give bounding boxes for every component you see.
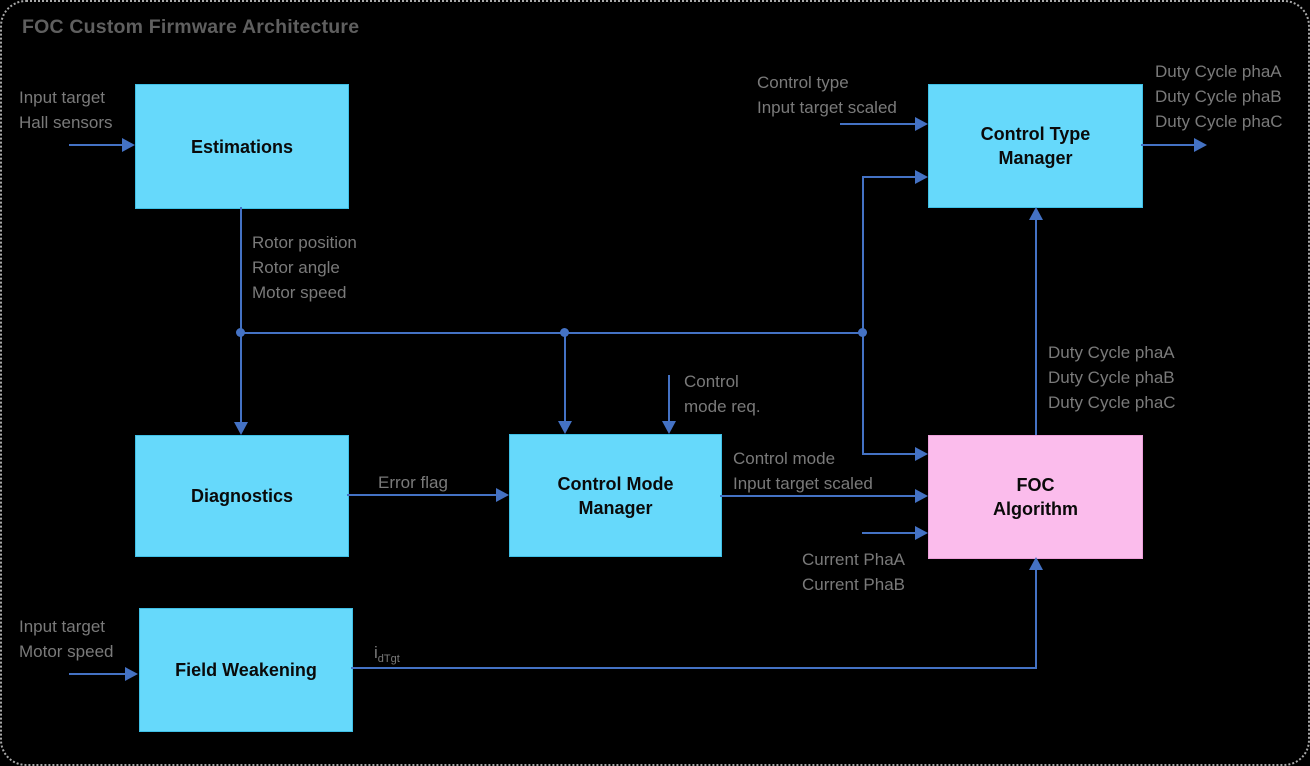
connector-error-flag: [347, 494, 497, 496]
label-current-phaA: Current PhaA: [802, 550, 905, 569]
control-type-input-labels: Control type Input target scaled: [757, 70, 897, 120]
connector-bus-to-foc-elbow: [862, 453, 916, 455]
arrowhead-control-mode-manager-top-left: [558, 421, 572, 434]
estimations-label: Estimations: [190, 136, 294, 157]
label-input-target-scaled-mid: Input target scaled: [733, 474, 873, 493]
label-input-target: Input target: [19, 88, 106, 107]
arrowhead-field-weakening-input: [125, 667, 138, 681]
connector-foc-to-control-type-manager: [1035, 220, 1037, 435]
diagnostics-block: Diagnostics: [135, 435, 349, 557]
connector-estimations-input: [69, 144, 123, 146]
label-idtgt-subscript: dTgt: [377, 653, 400, 665]
control-mode-request-labels: Control mode req.: [684, 369, 761, 419]
arrowhead-foc-left-bottom: [915, 526, 928, 540]
field-weakening-input-labels: Input target Motor speed: [19, 614, 114, 664]
connector-control-type-input: [840, 123, 916, 125]
foc-algorithm-label: FOC Algorithm: [993, 475, 1078, 519]
control-type-manager-block: Control Type Manager: [928, 84, 1143, 208]
label-foc-duty-phaC: Duty Cycle phaC: [1048, 393, 1176, 412]
label-hall-sensors: Hall sensors: [19, 113, 113, 132]
connector-currents-to-foc: [862, 532, 916, 534]
label-idtgt-base: i: [374, 643, 378, 662]
arrowhead-error-flag: [496, 488, 509, 502]
field-weakening-output-label: idTgt: [374, 640, 400, 672]
connector-riser-to-control-type-manager: [862, 176, 916, 178]
field-weakening-block: Field Weakening: [139, 608, 353, 732]
junction-dot-middle: [560, 328, 569, 337]
arrowhead-foc-bottom: [1029, 557, 1043, 570]
arrowhead-control-type-output: [1194, 138, 1207, 152]
label-control-req-line1: Control: [684, 372, 739, 391]
label-duty-cycle-phaB-out: Duty Cycle phaB: [1155, 87, 1282, 106]
estimations-block: Estimations: [135, 84, 349, 209]
label-duty-cycle-phaC-out: Duty Cycle phaC: [1155, 112, 1283, 131]
error-flag-label: Error flag: [378, 470, 448, 495]
label-current-phaB: Current PhaB: [802, 575, 905, 594]
foc-duty-output-labels: Duty Cycle phaA Duty Cycle phaB Duty Cyc…: [1048, 340, 1176, 415]
estimations-input-labels: Input target Hall sensors: [19, 85, 113, 135]
label-motor-speed: Motor speed: [252, 283, 347, 302]
arrowhead-control-mode-manager-top-right: [662, 421, 676, 434]
label-foc-duty-phaA: Duty Cycle phaA: [1048, 343, 1175, 362]
connector-estimations-to-diagnostics: [240, 207, 242, 423]
diagnostics-label: Diagnostics: [190, 486, 294, 506]
control-type-manager-label: Control Type Manager: [980, 124, 1091, 168]
label-rotor-position: Rotor position: [252, 233, 357, 252]
control-mode-output-labels: Control mode Input target scaled: [733, 446, 873, 496]
label-input-target-scaled-top: Input target scaled: [757, 98, 897, 117]
junction-dot-right: [858, 328, 867, 337]
label-error-flag: Error flag: [378, 473, 448, 492]
label-fw-motor-speed: Motor speed: [19, 642, 114, 661]
arrowhead-control-type-manager-bottom: [1029, 207, 1043, 220]
label-control-mode: Control mode: [733, 449, 836, 468]
page-title: FOC Custom Firmware Architecture: [22, 16, 360, 38]
connector-control-type-output: [1141, 144, 1195, 146]
foc-algorithm-block: FOC Algorithm: [928, 435, 1143, 559]
field-weakening-label: Field Weakening: [175, 660, 317, 680]
label-fw-input-target: Input target: [19, 617, 106, 636]
label-rotor-angle: Rotor angle: [252, 258, 340, 277]
control-mode-manager-label: Control Mode Manager: [557, 473, 674, 518]
junction-dot-left: [236, 328, 245, 337]
estimations-output-labels: Rotor position Rotor angle Motor speed: [252, 230, 357, 305]
label-duty-cycle-phaA-out: Duty Cycle phaA: [1155, 62, 1282, 81]
connector-field-weakening-riser: [1035, 570, 1037, 668]
control-type-output-labels: Duty Cycle phaA Duty Cycle phaB Duty Cyc…: [1155, 59, 1283, 134]
arrowhead-estimations-input: [122, 138, 135, 152]
connector-field-weakening-input: [69, 673, 126, 675]
label-control-type: Control type: [757, 73, 849, 92]
label-control-req-line2: mode req.: [684, 397, 761, 416]
connector-field-weakening-output: [351, 667, 1037, 669]
connector-bus-to-control-mode-manager: [564, 334, 566, 422]
foc-current-input-labels: Current PhaA Current PhaB: [802, 547, 905, 597]
connector-control-mode-to-foc: [720, 495, 916, 497]
connector-bus-to-foc: [862, 333, 864, 454]
connector-bus-riser: [862, 176, 864, 332]
connector-estimations-bus: [240, 332, 864, 334]
arrowhead-control-type-manager-left-lower: [915, 170, 928, 184]
arrowhead-foc-left-middle: [915, 489, 928, 503]
connector-control-mode-request: [668, 375, 670, 422]
arrowhead-control-type-manager-left-upper: [915, 117, 928, 131]
control-mode-manager-block: Control Mode Manager: [509, 434, 722, 557]
label-foc-duty-phaB: Duty Cycle phaB: [1048, 368, 1175, 387]
arrowhead-foc-left-top: [915, 447, 928, 461]
arrowhead-diagnostics-top: [234, 422, 248, 435]
